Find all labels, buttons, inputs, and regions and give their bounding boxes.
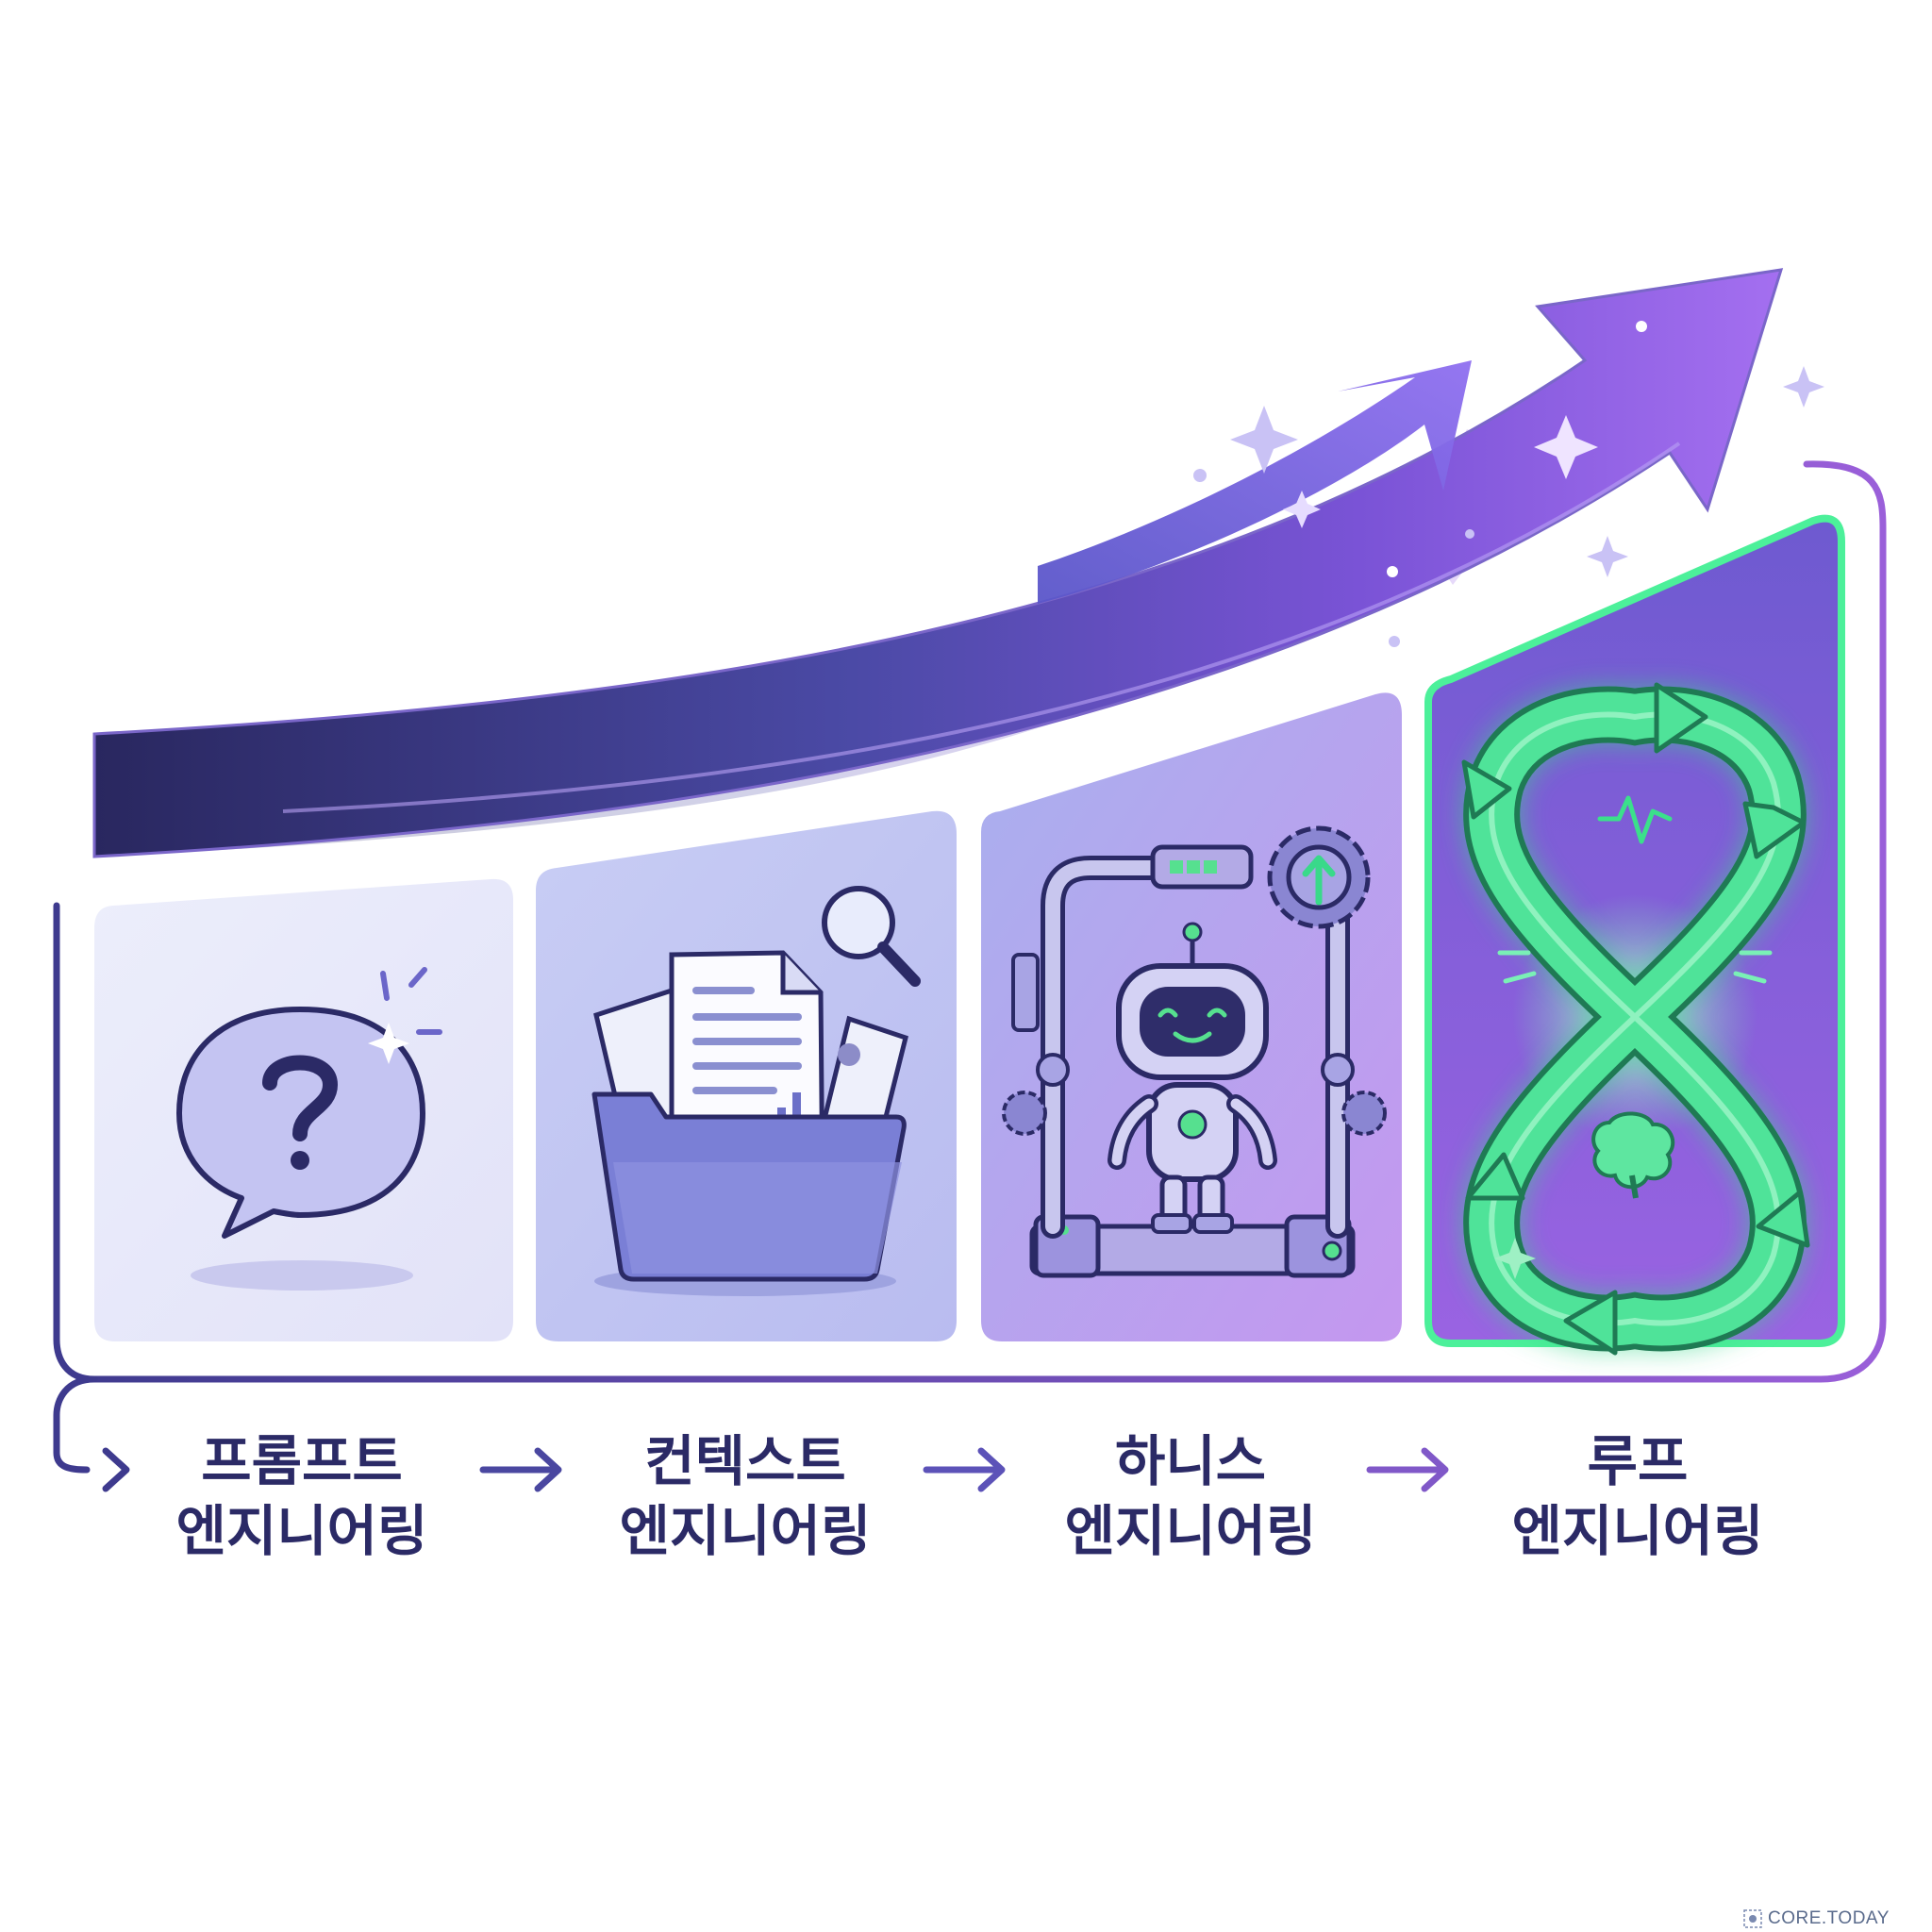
folder-documents-icon <box>591 886 921 1296</box>
flow-arrow-2 <box>923 1447 1006 1492</box>
core-today-logo-icon <box>1743 1909 1762 1928</box>
stage-label-prompt: 프롬프트 엔지니어링 <box>113 1426 491 1566</box>
robot-harness-icon <box>1002 825 1387 1278</box>
stage-panel-loop <box>1424 514 1845 1356</box>
growth-arrow <box>92 268 1784 858</box>
magnifier-icon <box>822 886 921 987</box>
stage-panel-prompt <box>94 878 513 1341</box>
stage-label-line2: 엔지니어링 <box>1511 1499 1764 1563</box>
flow-arrow-1 <box>479 1447 562 1492</box>
watermark: CORE.TODAY <box>1743 1907 1890 1930</box>
timeline-line <box>53 460 1887 1492</box>
brain-icon <box>1591 1111 1675 1199</box>
stage-label-line2: 엔지니어링 <box>1064 1499 1317 1563</box>
question-bubble-icon <box>176 967 442 1291</box>
stage-label-context: 컨텍스트 엔지니어링 <box>557 1426 934 1566</box>
stage-panel-harness <box>981 692 1402 1341</box>
stage-panel-context <box>536 810 957 1341</box>
stage-label-line2: 엔지니어링 <box>619 1499 872 1563</box>
stage-label-loop: 루프 엔지니어링 <box>1449 1426 1826 1566</box>
stage-label-line1: 루프 <box>1587 1429 1689 1493</box>
stage-label-line1: 하니스 <box>1114 1429 1267 1493</box>
infinity-loop-icon <box>1461 682 1810 1356</box>
watermark-text: CORE.TODAY <box>1768 1908 1890 1928</box>
stage-label-line1: 프롬프트 <box>201 1429 403 1493</box>
stage-label-line2: 엔지니어링 <box>175 1499 428 1563</box>
stage-label-line1: 컨텍스트 <box>644 1429 846 1493</box>
stage-label-harness: 하니스 엔지니어링 <box>1002 1426 1379 1566</box>
flow-arrow-3 <box>1366 1447 1449 1492</box>
